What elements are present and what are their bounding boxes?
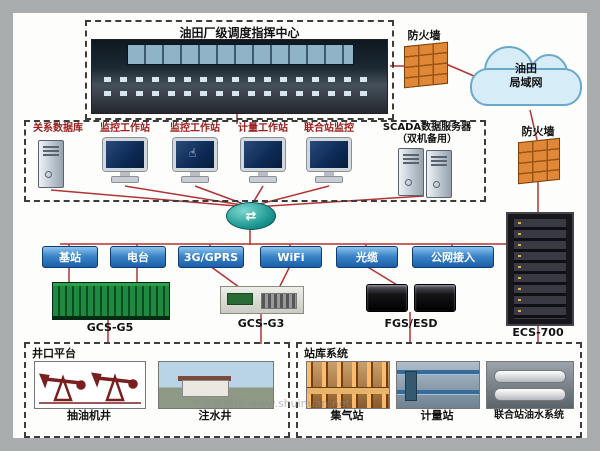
injection-well-image xyxy=(158,361,274,409)
scada-server-icon xyxy=(426,150,452,198)
hand-cursor-icon: ☝ xyxy=(189,146,197,160)
metering-station-image xyxy=(396,361,480,409)
gas-gathering-station-label: 集气站 xyxy=(330,409,364,422)
router-icon xyxy=(226,202,276,230)
control-room-screen-wall xyxy=(127,44,354,66)
oil-water-system-image xyxy=(486,361,574,409)
workstation-label-3: 计量工作站 xyxy=(238,123,288,134)
monitor-base xyxy=(315,176,343,183)
control-room-desk-row xyxy=(103,76,376,82)
firewall-top-label: 防火墙 xyxy=(407,29,441,42)
injection-well-label: 注水井 xyxy=(198,409,232,422)
monitor-screen xyxy=(103,138,147,171)
scada-server-icon xyxy=(398,148,424,196)
oilfield-lan-cloud: 油田 局域网 xyxy=(470,46,582,112)
scada-server-label: SCADA数据服务器 （双机备用） xyxy=(374,122,480,146)
firewall-right-label: 防火墙 xyxy=(521,125,555,138)
cloud-label-line1: 油田 xyxy=(515,62,537,75)
node-wifi: WiFi xyxy=(260,246,322,268)
device-gcs-g5-label: GCS-G5 xyxy=(86,321,134,334)
gas-gathering-station-image xyxy=(306,361,390,409)
workstation-label-1: 监控工作站 xyxy=(100,123,150,134)
workstation-monitor-icon xyxy=(102,138,148,186)
scada-server-subtitle: （双机备用） xyxy=(397,134,457,145)
control-center-title: 油田厂级调度指挥中心 xyxy=(179,26,300,40)
device-gcs-g3-image xyxy=(220,286,304,314)
node-3g-gprs: 3G/GPRS xyxy=(178,246,244,268)
node-public-network: 公网接入 xyxy=(412,246,494,268)
pumpjack-icon xyxy=(39,372,141,404)
cloud-label-line2: 局域网 xyxy=(509,76,543,89)
cloud-label: 油田 局域网 xyxy=(470,62,582,90)
device-ecs-700-image xyxy=(506,212,574,326)
device-gcs-g3-label: GCS-G3 xyxy=(237,317,285,330)
monitor-screen xyxy=(307,138,351,171)
database-label: 关系数据库 xyxy=(33,123,83,134)
watermark: 水暖商情网 www.shuinuan.net xyxy=(190,397,350,410)
database-server-icon xyxy=(38,140,64,188)
node-fiber: 光缆 xyxy=(336,246,398,268)
monitor-stand xyxy=(190,171,200,176)
monitor-base xyxy=(249,176,277,183)
monitor-base xyxy=(111,176,139,183)
tank-cylinder xyxy=(493,387,567,401)
control-room-desk-row xyxy=(103,91,376,97)
device-fgs-esd-image xyxy=(366,284,456,312)
monitor-stand xyxy=(258,171,268,176)
monitor-stand xyxy=(120,171,130,176)
node-radio: 电台 xyxy=(110,246,166,268)
oil-water-system-label: 联合站油水系统 xyxy=(494,410,564,421)
station-system-box xyxy=(296,342,582,438)
workstation-monitor-icon xyxy=(240,138,286,186)
firewall-icon xyxy=(518,137,560,185)
metering-station-label: 计量站 xyxy=(420,409,454,422)
workstation-label-2: 监控工作站 xyxy=(170,123,220,134)
control-center-box: 油田厂级调度指挥中心 xyxy=(85,20,394,120)
wellhead-platform-title: 井口平台 xyxy=(32,347,76,360)
monitor-screen: ☝ xyxy=(173,138,217,171)
node-base-station: 基站 xyxy=(42,246,98,268)
monitor-screen xyxy=(241,138,285,171)
pumping-well-image xyxy=(34,361,146,409)
building-roof xyxy=(178,376,231,382)
device-fgs-esd-label: FGS/ESD xyxy=(384,317,438,330)
workstation-monitor-icon xyxy=(306,138,352,186)
control-room-photo xyxy=(91,39,388,114)
esd-unit xyxy=(366,284,408,312)
pumping-well-label: 抽油机井 xyxy=(67,409,111,422)
lan-room-box xyxy=(24,120,486,202)
workstation-label-4: 联合站监控 xyxy=(304,123,354,134)
device-ecs-700-label: ECS-700 xyxy=(512,326,564,339)
cloud-body xyxy=(470,68,582,106)
station-system-title: 站库系统 xyxy=(304,347,348,360)
workstation-monitor-icon: ☝ xyxy=(172,138,218,186)
monitor-base xyxy=(181,176,209,183)
building xyxy=(181,380,230,398)
scada-server-title: SCADA数据服务器 xyxy=(382,122,472,133)
wellhead-platform-box xyxy=(24,342,290,438)
monitor-stand xyxy=(324,171,334,176)
tank-cylinder xyxy=(493,370,567,384)
esd-unit xyxy=(414,284,456,312)
firewall-icon xyxy=(404,41,448,89)
device-gcs-g5-image xyxy=(52,282,170,320)
